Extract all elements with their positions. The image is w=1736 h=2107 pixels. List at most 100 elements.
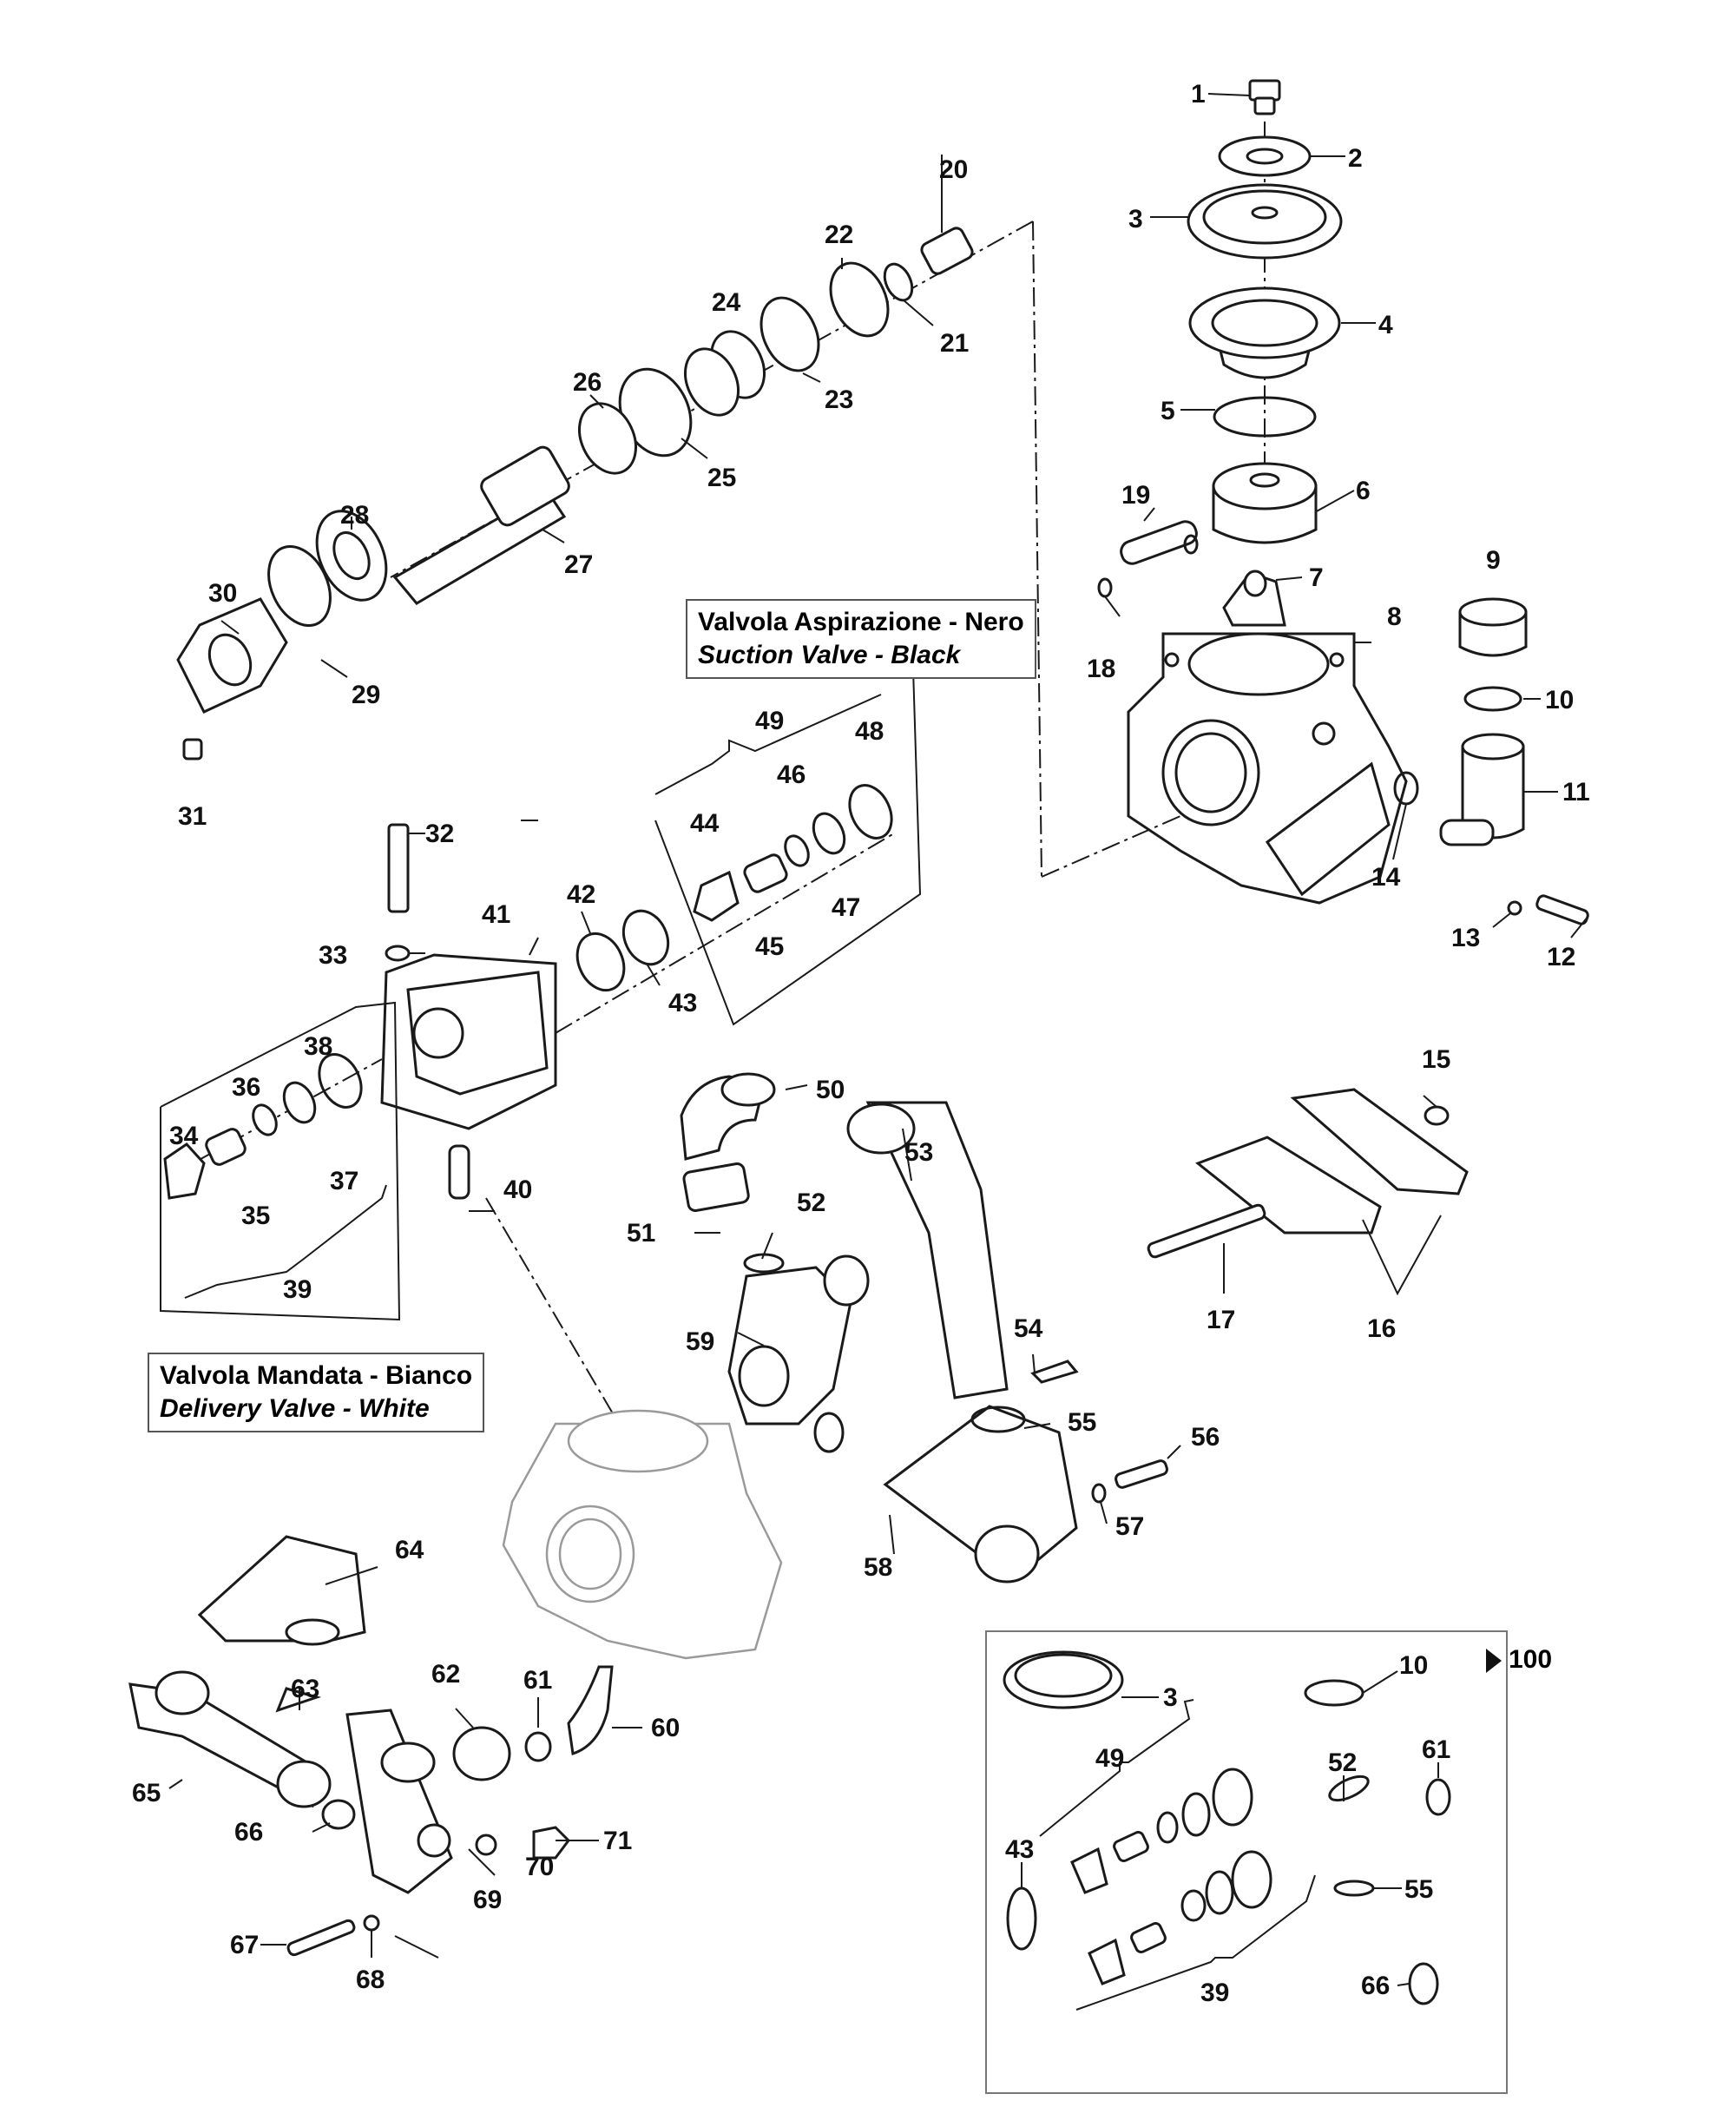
callout-33: 33 [319, 941, 347, 970]
valve-head [380, 823, 661, 1494]
callout-54: 54 [1014, 1314, 1043, 1343]
callout-65: 65 [132, 1779, 161, 1807]
suction-valve-note-english: Suction Valve - Black [698, 641, 961, 669]
callout-11: 11 [1562, 778, 1590, 807]
delivery-valve-note: Valvola Mandata - Bianco Delivery Valve … [148, 1353, 485, 1432]
callout-61: 61 [523, 1666, 552, 1695]
callout-2: 2 [1348, 144, 1363, 173]
leader-lines [168, 93, 1589, 1986]
callout-58: 58 [864, 1553, 892, 1582]
kit-callout-3: 3 [1163, 1683, 1178, 1712]
kit-parts [1003, 1650, 1451, 2011]
callout-8: 8 [1387, 602, 1402, 631]
callout-16: 16 [1367, 1314, 1396, 1343]
kit-callout-43: 43 [1005, 1835, 1034, 1864]
suction-valve-group [555, 642, 922, 1034]
callout-14: 14 [1371, 863, 1401, 892]
crankshaft-stack [176, 221, 1181, 878]
callout-27: 27 [564, 550, 593, 579]
callout-41: 41 [482, 900, 510, 929]
callout-31: 31 [178, 802, 207, 831]
callout-35: 35 [241, 1202, 270, 1230]
callout-66: 66 [234, 1818, 263, 1847]
callout-47: 47 [832, 893, 860, 922]
filter-cup [1393, 597, 1589, 925]
callout-10: 10 [1545, 686, 1574, 714]
callout-6: 6 [1356, 477, 1371, 505]
callout-52: 52 [797, 1188, 825, 1217]
callout-67: 67 [230, 1931, 259, 1959]
callout-labels: 1 2 3 4 5 6 7 8 9 10 11 12 13 14 15 16 1… [132, 80, 1590, 2007]
callout-37: 37 [330, 1167, 358, 1195]
callout-30: 30 [208, 579, 237, 608]
callout-24: 24 [712, 288, 741, 317]
callout-70: 70 [525, 1853, 554, 1881]
delivery-valve-group [160, 1001, 401, 1321]
callout-4: 4 [1378, 311, 1393, 339]
kit-callout-61: 61 [1422, 1735, 1450, 1764]
callout-49: 49 [755, 707, 784, 735]
callout-50: 50 [816, 1076, 845, 1104]
callout-17: 17 [1207, 1306, 1235, 1334]
callout-38: 38 [304, 1032, 332, 1061]
callout-45: 45 [755, 932, 784, 961]
callout-21: 21 [940, 329, 969, 358]
delivery-manifold [128, 1535, 614, 1957]
callout-40: 40 [503, 1175, 532, 1204]
callout-36: 36 [232, 1073, 260, 1102]
delivery-valve-note-italian: Valvola Mandata - Bianco [160, 1361, 473, 1390]
callout-48: 48 [855, 717, 884, 746]
callout-53: 53 [904, 1138, 933, 1167]
callout-13: 13 [1451, 924, 1480, 952]
mounting-bracket [1147, 1088, 1469, 1259]
callout-68: 68 [356, 1965, 385, 1994]
kit-callout-66: 66 [1361, 1972, 1390, 2000]
callout-32: 32 [425, 820, 454, 848]
pump-body [1127, 632, 1408, 905]
callout-25: 25 [707, 464, 736, 492]
callout-12: 12 [1547, 943, 1575, 971]
callout-19: 19 [1121, 481, 1150, 510]
callout-3: 3 [1128, 205, 1143, 234]
suction-valve-note: Valvola Aspirazione - Nero Suction Valve… [686, 599, 1036, 679]
kit-callout-55: 55 [1404, 1875, 1433, 1904]
callout-43: 43 [668, 989, 697, 1017]
callout-7: 7 [1309, 563, 1324, 592]
callout-23: 23 [825, 385, 853, 414]
callout-9: 9 [1486, 546, 1501, 575]
callout-39: 39 [283, 1275, 312, 1304]
suction-valve-note-italian: Valvola Aspirazione - Nero [698, 608, 1024, 636]
callout-46: 46 [777, 760, 806, 789]
pump-body-ghost [502, 1409, 783, 1660]
callout-1: 1 [1191, 80, 1206, 109]
service-kit-label: 100 [1486, 1645, 1552, 1675]
suction-manifold [680, 1072, 1168, 1584]
service-kit-box [985, 1630, 1508, 2094]
callout-57: 57 [1115, 1512, 1144, 1541]
delivery-valve-note-english: Delivery Valve - White [160, 1394, 430, 1423]
kit-callout-52: 52 [1328, 1748, 1357, 1777]
kit-callout-39: 39 [1200, 1979, 1229, 2007]
callout-18: 18 [1087, 655, 1115, 683]
kit-callout-10: 10 [1399, 1651, 1428, 1680]
callout-22: 22 [825, 221, 853, 249]
diaphragm-stack [1097, 79, 1343, 627]
callout-56: 56 [1191, 1423, 1220, 1452]
callout-64: 64 [395, 1536, 424, 1564]
kit-number: 100 [1509, 1645, 1553, 1674]
callout-44: 44 [690, 809, 720, 838]
callout-29: 29 [352, 681, 380, 709]
callout-5: 5 [1161, 397, 1175, 425]
callout-59: 59 [686, 1327, 714, 1356]
callout-60: 60 [651, 1714, 680, 1742]
callout-15: 15 [1422, 1045, 1450, 1074]
callout-71: 71 [603, 1827, 632, 1855]
callout-55: 55 [1068, 1408, 1096, 1437]
kit-callout-49: 49 [1095, 1744, 1124, 1773]
callout-51: 51 [627, 1219, 655, 1248]
callout-20: 20 [939, 155, 968, 184]
callout-63: 63 [291, 1675, 319, 1703]
callout-28: 28 [340, 501, 369, 530]
callout-34: 34 [169, 1122, 199, 1150]
